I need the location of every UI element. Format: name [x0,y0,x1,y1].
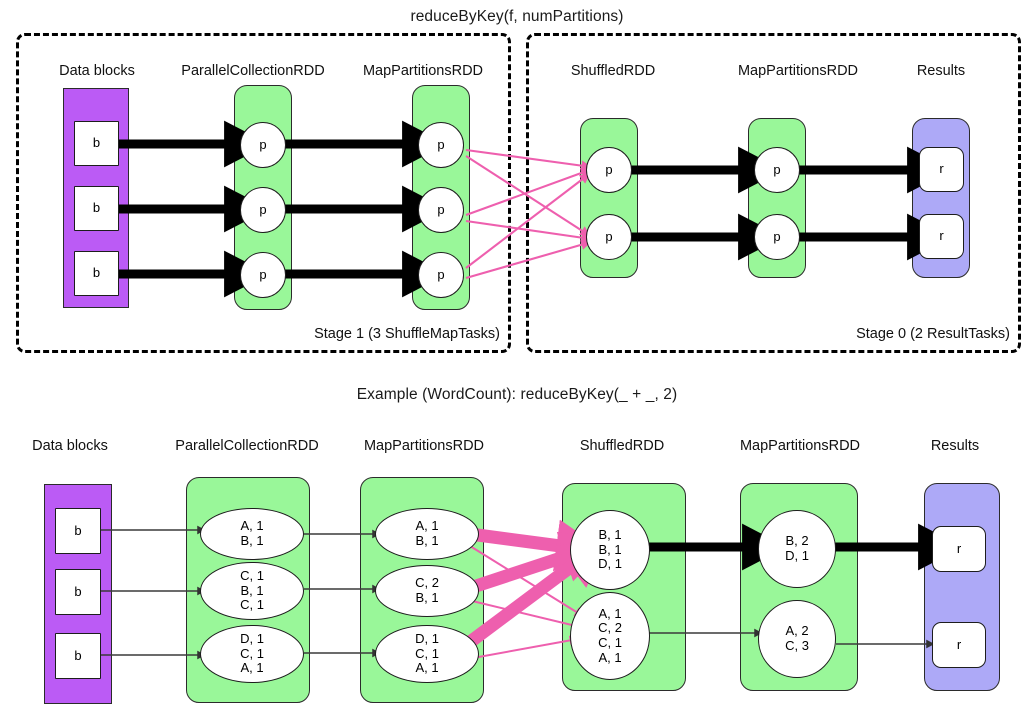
bottom-label-data-blocks: Data blocks [32,438,108,454]
node-text: p [605,228,613,244]
bottom-label-results: Results [930,438,980,454]
bottom-shuffled-partition-1[interactable]: A, 1 C, 2 C, 1 A, 1 [570,592,650,680]
top-label-map-partitions-rdd-2: MapPartitionsRDD [737,63,859,79]
top-diagram-title: reduceByKey(f, numPartitions) [410,8,624,25]
top-map-partition-2[interactable]: p [418,252,464,298]
node-text: p [259,201,267,217]
bottom-result-1[interactable]: r [932,622,986,668]
node-text-line: C, 1 [240,597,264,613]
node-text-line: D, 1 [415,631,439,647]
bottom-parallel-partition-1[interactable]: C, 1 B, 1 C, 1 [200,562,304,620]
node-text: p [259,136,267,152]
node-text-line: b [74,583,82,599]
node-text-line: B, 1 [415,533,439,548]
node-text-line: A, 1 [598,605,622,621]
top-map2-partition-0[interactable]: p [754,147,800,193]
node-text: r [939,161,944,177]
node-text-line: D, 1 [598,556,622,572]
bottom-map2-partition-0[interactable]: B, 2 D, 1 [758,510,836,588]
top-map-partition-1[interactable]: p [418,187,464,233]
bottom-label-map-partitions-rdd: MapPartitionsRDD [363,438,485,454]
node-text-line: C, 2 [415,575,439,591]
node-text-line: r [956,540,962,556]
node-text: b [92,265,101,281]
bottom-result-0[interactable]: r [932,526,986,572]
top-data-block-2[interactable]: b [74,251,119,296]
top-shuffled-partition-1[interactable]: p [586,214,632,260]
top-parallel-partition-1[interactable]: p [240,187,286,233]
top-label-shuffled-rdd: ShuffledRDD [570,63,656,79]
bottom-data-block-0[interactable]: b [55,508,101,554]
bottom-parallel-partition-2[interactable]: D, 1 C, 1 A, 1 [200,625,304,683]
node-text-line: C, 1 [240,568,264,584]
node-text-line: B, 1 [415,590,439,605]
node-text: r [939,228,944,244]
top-data-block-1[interactable]: b [74,186,119,231]
node-text: p [437,266,445,282]
top-result-1[interactable]: r [919,214,964,259]
top-data-block-0[interactable]: b [74,121,119,166]
top-map2-partition-1[interactable]: p [754,214,800,260]
node-text-line: A, 1 [598,649,622,665]
bottom-shuffled-partition-0[interactable]: B, 1 B, 1 D, 1 [570,510,650,590]
top-parallel-partition-2[interactable]: p [240,252,286,298]
top-label-data-blocks: Data blocks [59,63,135,79]
node-text-line: B, 1 [598,527,622,543]
stage-1-label: Stage 1 (3 ShuffleMapTasks) [314,326,500,342]
node-text-line: B, 2 [785,533,809,549]
node-text-line: A, 2 [785,623,809,639]
node-text-line: b [74,522,82,538]
bottom-map-partition-1[interactable]: C, 2 B, 1 [375,565,479,617]
node-text-line: C, 1 [240,645,264,661]
node-text-line: B, 1 [240,533,264,548]
node-text-line: A, 1 [415,518,439,534]
top-map-partition-0[interactable]: p [418,122,464,168]
node-text: b [92,135,101,151]
top-label-parallel-collection-rdd: ParallelCollectionRDD [181,63,325,79]
node-text-line: A, 1 [240,518,264,534]
node-text-line: B, 1 [240,582,264,598]
stage-0-label: Stage 0 (2 ResultTasks) [856,326,1010,342]
top-label-results: Results [916,63,966,79]
node-text-line: A, 1 [240,660,264,676]
bottom-diagram-title: Example (WordCount): reduceByKey(_ + _, … [356,386,678,403]
bottom-map-partition-0[interactable]: A, 1 B, 1 [375,508,479,560]
top-shuffled-partition-0[interactable]: p [586,147,632,193]
bottom-map2-partition-1[interactable]: A, 2 C, 3 [758,600,836,678]
node-text: p [773,161,781,177]
top-parallel-partition-0[interactable]: p [240,122,286,168]
top-label-map-partitions-rdd: MapPartitionsRDD [362,63,484,79]
node-text: p [259,266,267,282]
node-text: p [437,136,445,152]
node-text-line: C, 2 [598,620,622,636]
bottom-label-shuffled-rdd: ShuffledRDD [579,438,665,454]
node-text: p [605,161,613,177]
bottom-data-block-1[interactable]: b [55,569,101,615]
node-text-line: r [956,636,962,652]
node-text-line: D, 1 [785,548,809,563]
node-text-line: D, 1 [240,631,264,647]
node-text: b [92,200,101,216]
bottom-label-map-partitions-rdd-2: MapPartitionsRDD [739,438,861,454]
node-text-line: B, 1 [598,541,622,557]
node-text-line: A, 1 [415,660,439,676]
node-text: p [437,201,445,217]
node-text-line: C, 3 [785,638,809,653]
bottom-label-parallel-collection-rdd: ParallelCollectionRDD [175,438,319,454]
bottom-map-partition-2[interactable]: D, 1 C, 1 A, 1 [375,625,479,683]
node-text-line: C, 1 [415,645,439,661]
node-text-line: b [74,647,82,663]
bottom-parallel-partition-0[interactable]: A, 1 B, 1 [200,508,304,560]
top-result-0[interactable]: r [919,147,964,192]
bottom-data-block-2[interactable]: b [55,633,101,679]
node-text: p [773,228,781,244]
node-text-line: C, 1 [598,635,622,650]
